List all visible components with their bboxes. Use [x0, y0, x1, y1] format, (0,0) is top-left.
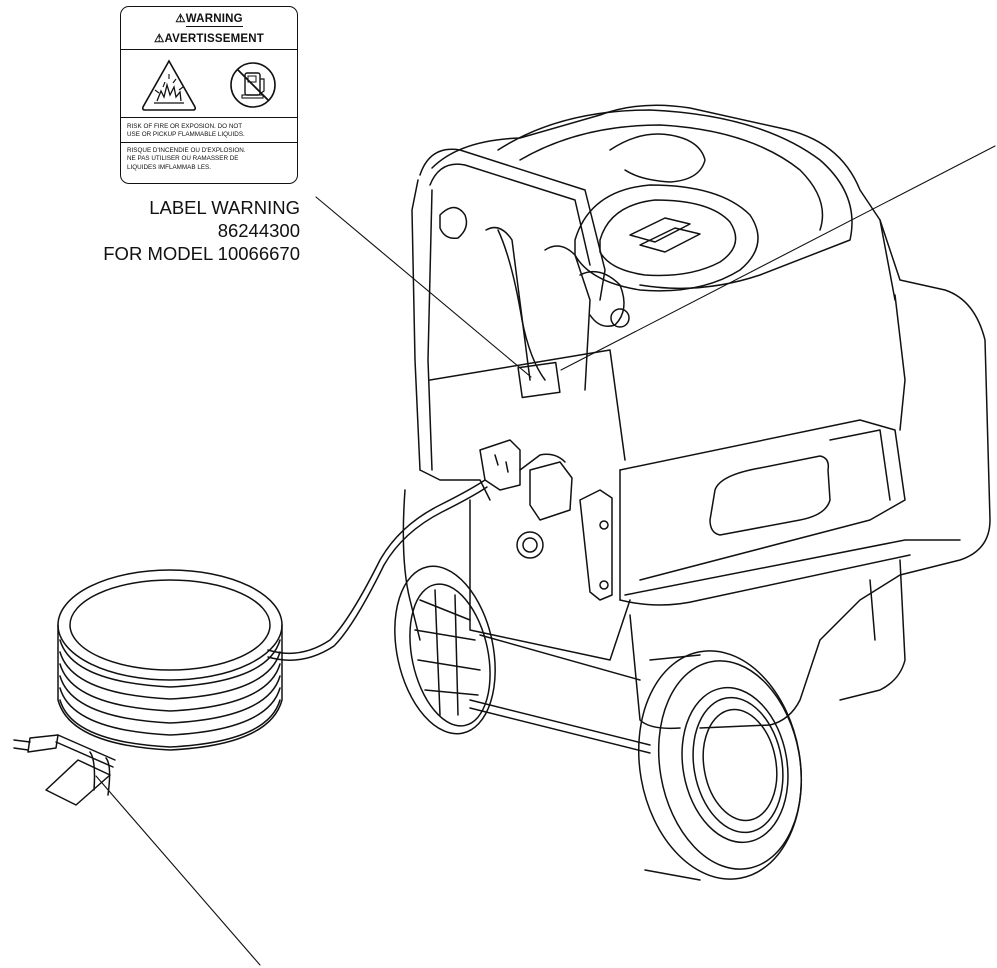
- warning-text-en: RISK OF FIRE OR EXPOSION. DO NOT USE OR …: [127, 123, 245, 139]
- leader-line-label: [315, 196, 532, 378]
- fire-explosion-hazard-icon: [141, 59, 197, 111]
- label-callout: LABEL WARNING 86244300 FOR MODEL 1006667…: [103, 196, 300, 265]
- warning-text-fr: RISQUE D'INCENDIE OU D'EXPLOSION. NE PAS…: [127, 147, 246, 171]
- no-flammable-liquids-icon: [230, 62, 276, 108]
- machine-body: [431, 104, 991, 730]
- warning-label-location: [517, 361, 561, 399]
- warning-label-card: ⚠WARNING ⚠AVERTISSEMENT RISK OF FIRE OR …: [120, 6, 298, 184]
- callout-line-1: LABEL WARNING: [149, 197, 300, 218]
- handle: [411, 148, 630, 471]
- leader-line-cord: [95, 775, 261, 966]
- label-divider: [121, 142, 297, 143]
- callout-line-2: 86244300: [217, 220, 300, 241]
- rear-wheel-left: [394, 565, 496, 735]
- cord-tag: [45, 759, 111, 806]
- warning-title-en: ⚠WARNING: [175, 13, 243, 27]
- plug: [13, 734, 116, 806]
- warning-title-fr: ⚠AVERTISSEMENT: [153, 33, 265, 45]
- callout-line-3: FOR MODEL 10066670: [103, 243, 300, 264]
- warning-triangle-icon: ⚠: [153, 33, 165, 45]
- rear-panel: [402, 349, 641, 681]
- rear-wheel-right: [637, 650, 803, 881]
- power-cord-coil: [57, 569, 283, 751]
- axle: [469, 699, 651, 746]
- leader-line-top: [560, 145, 996, 371]
- label-divider: [121, 117, 297, 118]
- hose-connectors: [479, 439, 613, 601]
- label-divider: [121, 49, 297, 50]
- warning-triangle-icon: ⚠: [175, 13, 186, 25]
- power-cord: [267, 479, 486, 655]
